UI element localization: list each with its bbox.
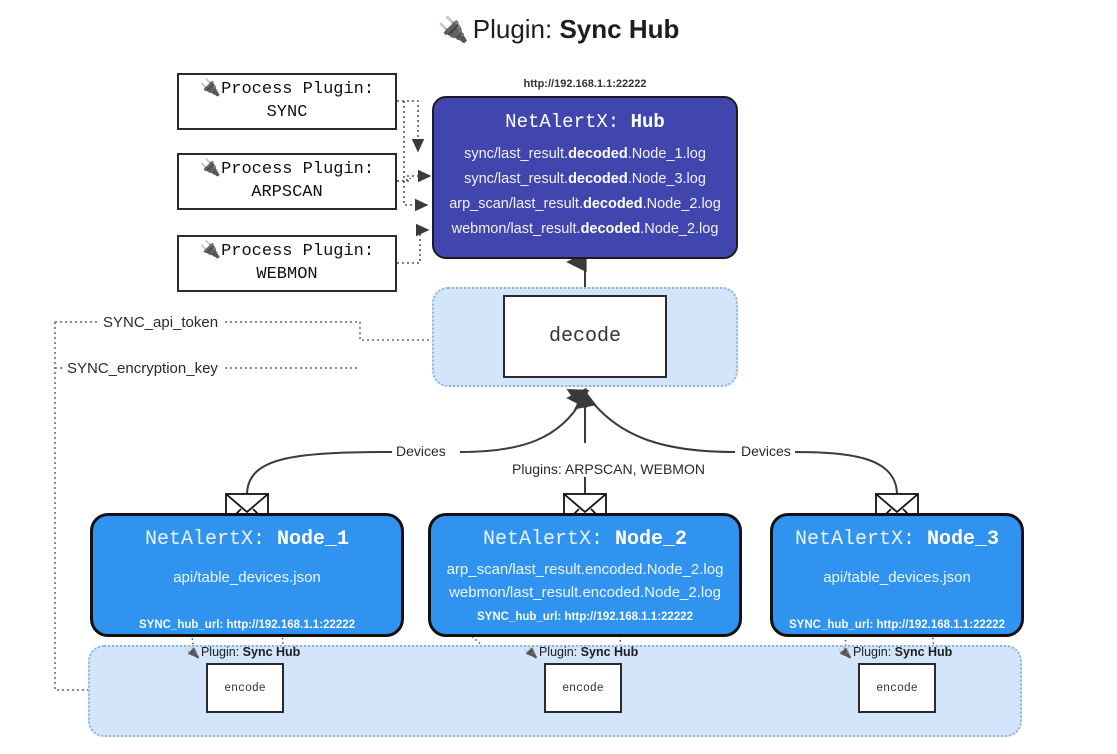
page-title-name: Sync Hub (559, 14, 680, 44)
node-2-title-prefix: NetAlertX: (482, 528, 603, 551)
node-1[interactable]: NetAlertX: Node_1 api/table_devices.json… (90, 513, 404, 637)
process-plugin-sync-title: Process Plugin: (221, 79, 375, 99)
hub-log-3-pre: webmon/last_result. (451, 220, 581, 237)
process-plugin-sync-line1: 🔌Process Plugin: (200, 79, 374, 102)
encode-box-node-3[interactable]: encode (858, 663, 936, 713)
process-plugin-sync-name: SYNC (266, 102, 308, 122)
plug-icon: 🔌 (837, 645, 852, 659)
node-2-footer: SYNC_hub_url: http://192.168.1.1:22222 (476, 611, 694, 623)
sync-api-token-label: SYNC_api_token (98, 314, 224, 331)
hub-log-0-post: .Node_1.log (627, 146, 706, 162)
node-3-line: api/table_devices.json (823, 569, 971, 586)
hub-log-1-pre: sync/last_result. (464, 170, 569, 187)
plug-icon: 🔌 (185, 645, 200, 659)
encoder-2-caption: 🔌Plugin: Sync Hub (523, 645, 638, 659)
devices-right-label: Devices (737, 443, 795, 459)
node-1-footer: SYNC_hub_url: http://192.168.1.1:22222 (138, 619, 356, 631)
plug-icon: 🔌 (437, 16, 469, 44)
encoder-1-caption-prefix: Plugin: (200, 645, 240, 659)
hub-title-prefix: NetAlertX: (505, 111, 620, 133)
process-plugin-arpscan-title: Process Plugin: (221, 159, 375, 179)
plug-icon: 🔌 (199, 159, 222, 179)
encoder-2-caption-name: Sync Hub (580, 645, 639, 659)
encoder-1-caption: 🔌Plugin: Sync Hub (185, 645, 300, 659)
node-2-line: webmon/last_result.encoded.Node_2.log (449, 584, 721, 601)
process-plugin-webmon-line1: 🔌Process Plugin: (200, 241, 374, 264)
page-title: 🔌Plugin: Sync Hub (0, 14, 1117, 45)
node-1-title: NetAlertX: Node_1 (93, 528, 401, 551)
node-1-line: api/table_devices.json (173, 569, 321, 586)
sync-encryption-key-label: SYNC_encryption_key (62, 360, 223, 377)
process-plugin-webmon-name: WEBMON (256, 264, 318, 284)
hub-log-1-post: .Node_3.log (627, 170, 706, 187)
hub-log-3-em: decoded (580, 220, 641, 237)
plugins-mid-label: Plugins: ARPSCAN, WEBMON (508, 461, 709, 477)
hub-log-row: sync/last_result.decoded.Node_3.log (434, 167, 736, 192)
node-3[interactable]: NetAlertX: Node_3 api/table_devices.json… (770, 513, 1024, 637)
encoder-3-caption: 🔌Plugin: Sync Hub (837, 645, 952, 659)
node-3-title: NetAlertX: Node_3 (773, 528, 1021, 551)
encode-box-node-1[interactable]: encode (206, 663, 284, 713)
hub-node[interactable]: NetAlertX: Hub sync/last_result.decoded.… (432, 96, 738, 259)
process-plugin-webmon-title: Process Plugin: (221, 241, 375, 261)
encoder-3-caption-name: Sync Hub (894, 645, 953, 659)
node-2-title: NetAlertX: Node_2 (431, 528, 739, 551)
hub-log-2-em: decoded (582, 195, 643, 212)
decode-box[interactable]: decode (503, 295, 667, 378)
hub-log-row: webmon/last_result.decoded.Node_2.log (434, 217, 736, 242)
hub-log-row: sync/last_result.decoded.Node_1.log (434, 142, 736, 167)
encoder-3-caption-prefix: Plugin: (852, 645, 892, 659)
hub-log-0-pre: sync/last_result. (464, 146, 569, 162)
node-2-line: arp_scan/last_result.encoded.Node_2.log (446, 561, 724, 578)
plug-icon: 🔌 (199, 79, 222, 99)
hub-title: NetAlertX: Hub (434, 111, 736, 133)
process-plugin-sync[interactable]: 🔌Process Plugin: SYNC (177, 73, 397, 130)
hub-log-2-pre: arp_scan/last_result. (449, 195, 583, 212)
devices-left-label: Devices (392, 443, 450, 459)
encode-box-node-2[interactable]: encode (544, 663, 622, 713)
node-3-footer: SYNC_hub_url: http://192.168.1.1:22222 (788, 619, 1006, 631)
process-plugin-arpscan-name: ARPSCAN (251, 182, 323, 202)
node-1-title-prefix: NetAlertX: (144, 528, 265, 551)
node-3-title-name: Node_3 (927, 528, 1000, 551)
plug-icon: 🔌 (523, 645, 538, 659)
hub-log-list: sync/last_result.decoded.Node_1.log sync… (434, 142, 736, 242)
process-plugin-arpscan-line1: 🔌Process Plugin: (200, 159, 374, 182)
hub-log-2-post: .Node_2.log (642, 195, 721, 212)
hub-log-0-em: decoded (568, 146, 628, 162)
encoder-2-caption-prefix: Plugin: (538, 645, 578, 659)
process-plugin-arpscan[interactable]: 🔌Process Plugin: ARPSCAN (177, 153, 397, 210)
process-plugin-webmon[interactable]: 🔌Process Plugin: WEBMON (177, 235, 397, 292)
node-2[interactable]: NetAlertX: Node_2 arp_scan/last_result.e… (428, 513, 742, 637)
node-1-title-name: Node_1 (277, 528, 350, 551)
node-2-title-name: Node_2 (615, 528, 688, 551)
encoder-1-caption-name: Sync Hub (242, 645, 301, 659)
hub-log-row: arp_scan/last_result.decoded.Node_2.log (434, 192, 736, 217)
hub-url-label: http://192.168.1.1:22222 (523, 78, 647, 90)
hub-log-1-em: decoded (568, 170, 628, 187)
node-3-title-prefix: NetAlertX: (794, 528, 915, 551)
plug-icon: 🔌 (199, 241, 222, 261)
hub-log-3-post: .Node_2.log (640, 220, 719, 237)
hub-title-name: Hub (630, 111, 665, 133)
page-title-prefix: Plugin: (472, 14, 553, 44)
